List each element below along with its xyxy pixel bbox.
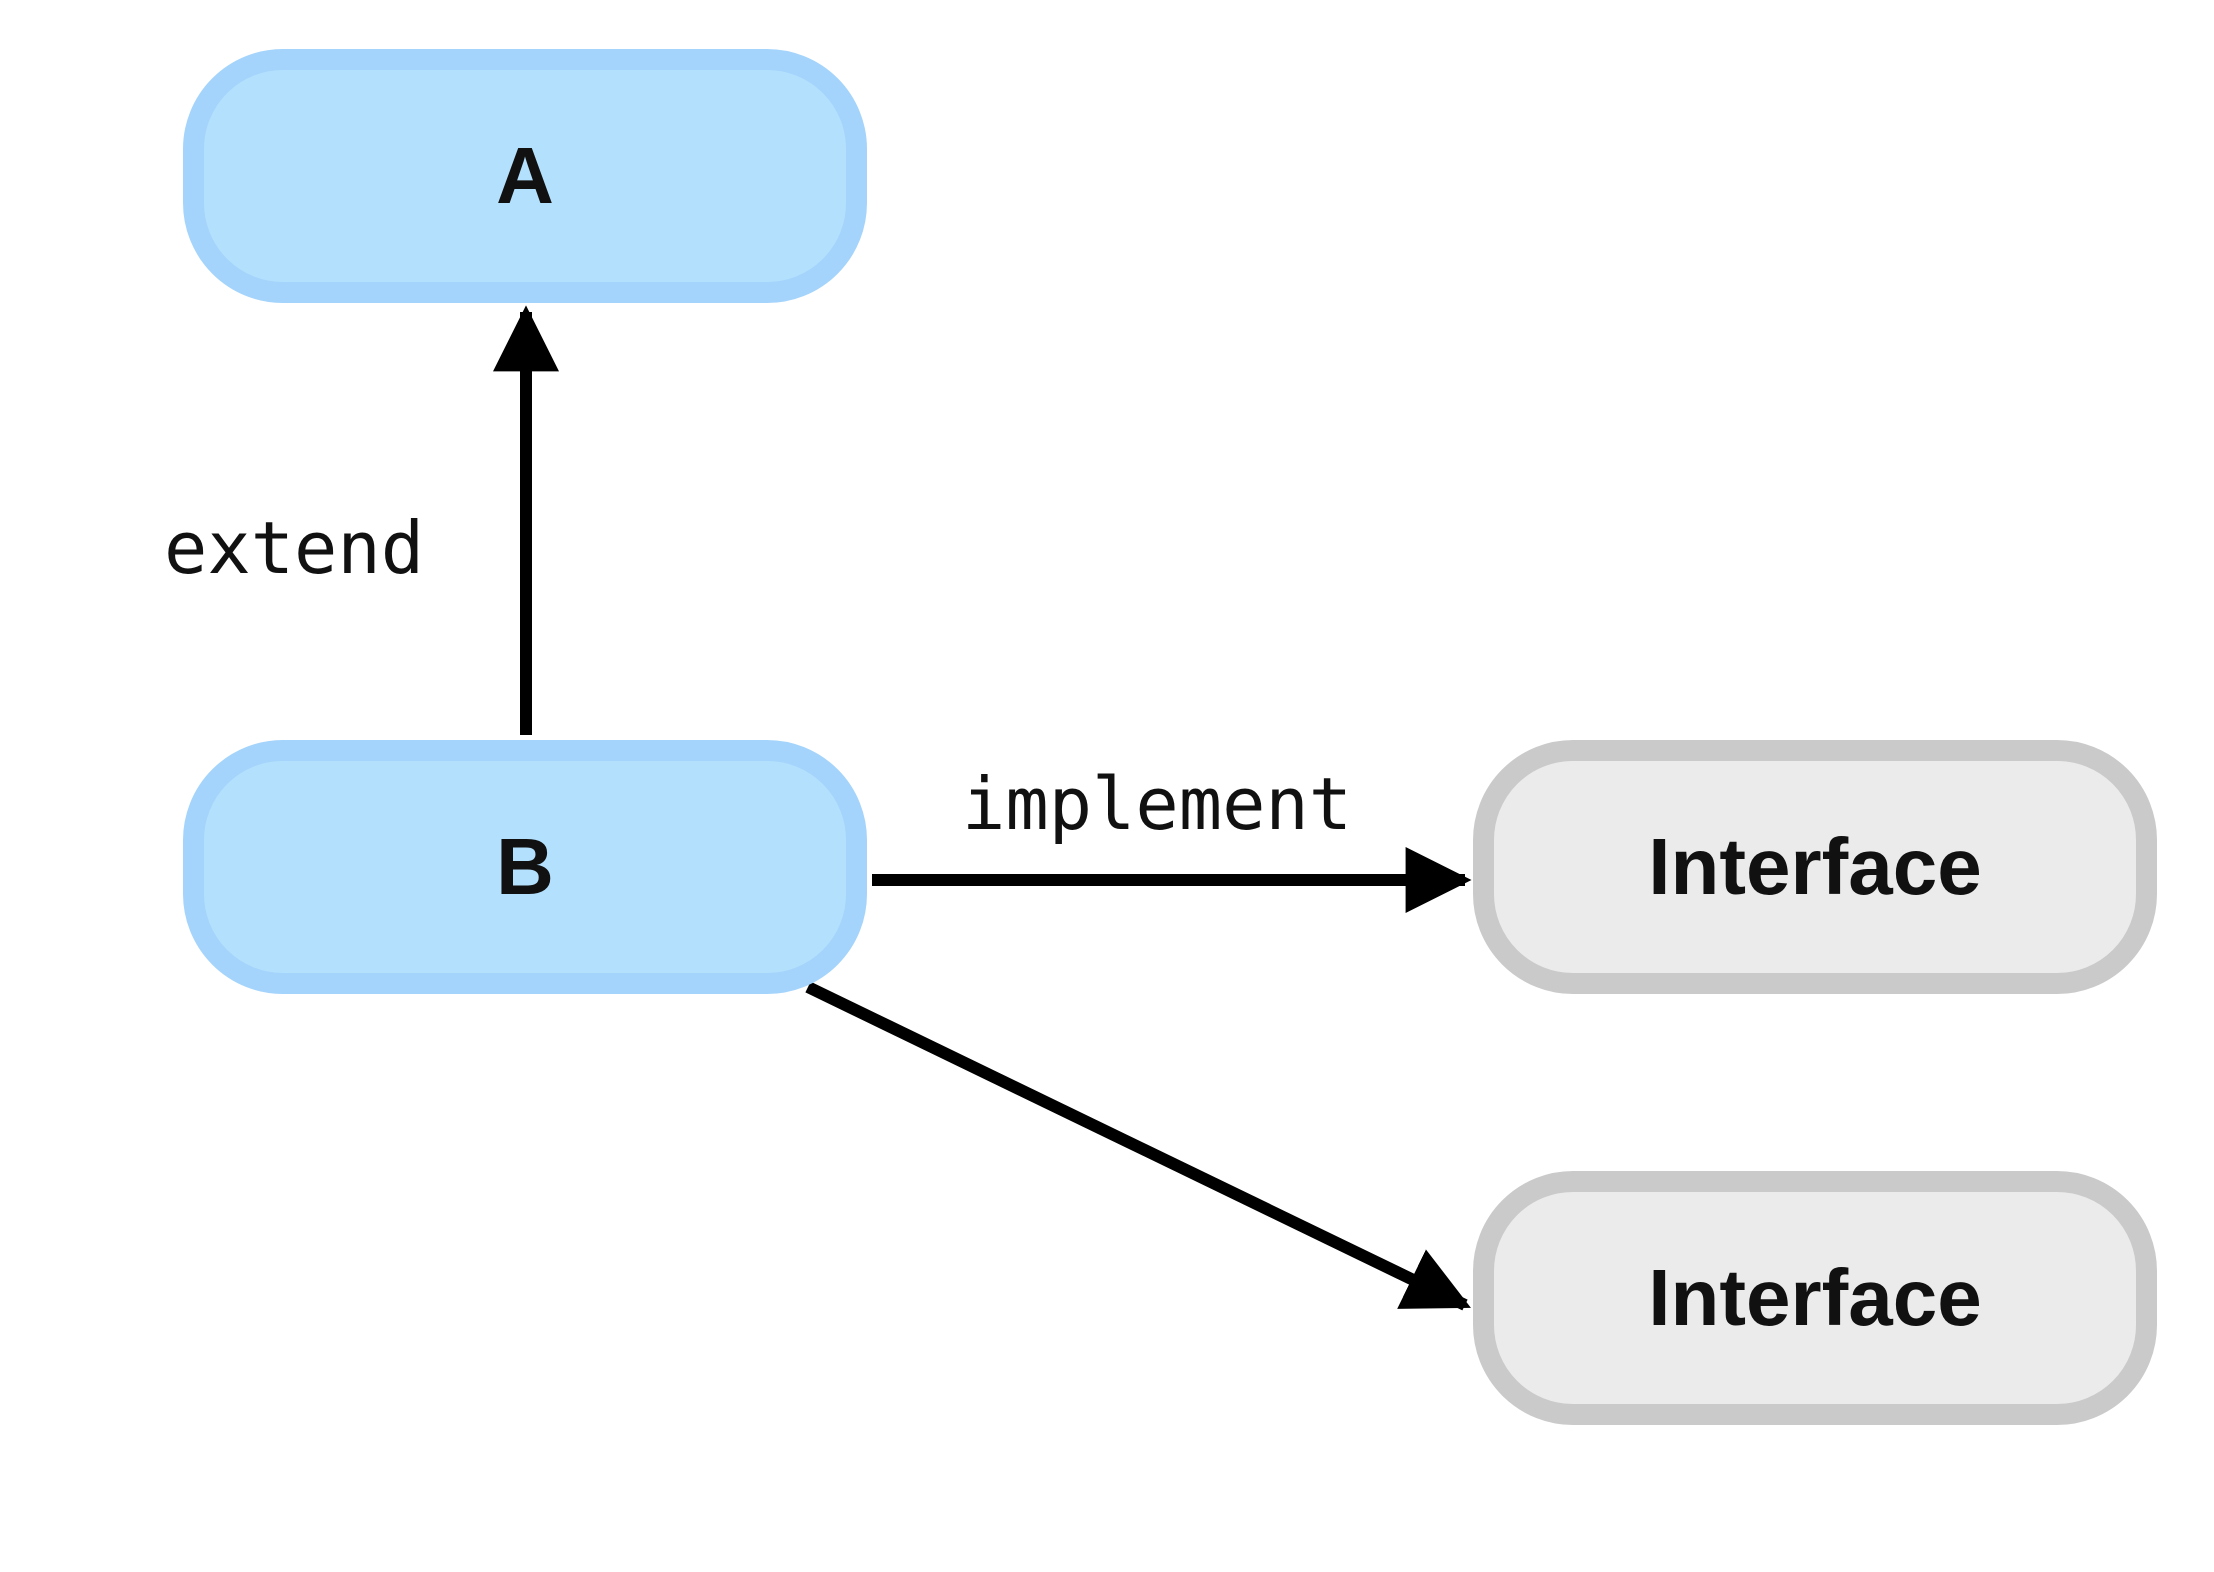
interface-node-1: Interface	[1473, 740, 2157, 994]
interface-node-1-label: Interface	[1648, 822, 1982, 911]
class-node-b: B	[183, 740, 867, 994]
extend-edge-label: extend	[164, 506, 425, 590]
class-node-b-label: B	[496, 822, 554, 911]
class-node-a-label: A	[496, 131, 554, 220]
interface-node-2: Interface	[1473, 1171, 2157, 1425]
implement-edge-label: implement	[962, 762, 1353, 846]
class-node-a: A	[183, 49, 867, 303]
implement-arrow-2	[805, 981, 1471, 1311]
interface-node-2-label: Interface	[1648, 1253, 1982, 1342]
